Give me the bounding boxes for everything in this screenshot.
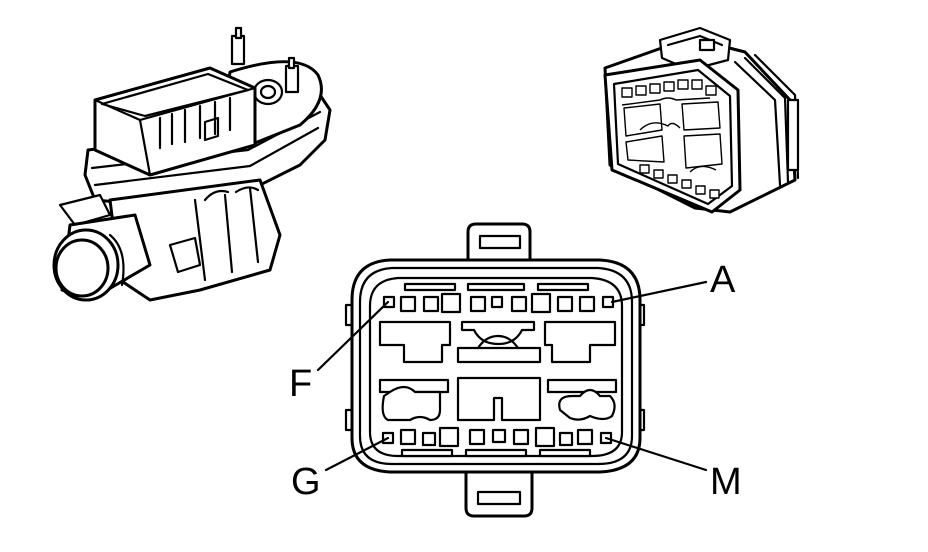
top-cavity-row <box>382 292 615 314</box>
leader-line-a <box>610 280 708 304</box>
label-f: F <box>289 363 312 405</box>
connector-body-3d-view <box>52 26 332 302</box>
leader-line-g <box>324 436 390 472</box>
label-m: M <box>710 461 742 503</box>
label-g: G <box>291 461 321 503</box>
connector-face-view <box>316 222 708 518</box>
label-a: A <box>710 259 736 301</box>
mating-connector-cavities <box>621 79 723 199</box>
leader-line-m <box>604 436 708 472</box>
leader-line-f <box>316 300 390 372</box>
mating-connector-3d-view <box>603 26 800 214</box>
